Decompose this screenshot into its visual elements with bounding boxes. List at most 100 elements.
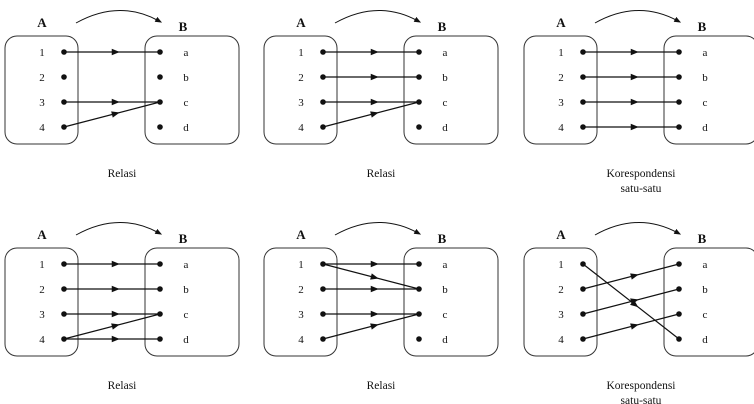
mapping-arc	[334, 10, 422, 24]
set-b-element-b: b	[702, 72, 708, 84]
set-b-element-b: b	[183, 284, 189, 296]
set-b-element-c: c	[703, 97, 708, 109]
dot-b-d	[416, 124, 422, 130]
arrowhead-3-to-c	[370, 310, 379, 318]
dot-a-4	[61, 124, 67, 130]
set-b-box	[663, 35, 754, 145]
arrowhead-2-to-b	[111, 285, 120, 293]
set-b-element-b: b	[702, 284, 708, 296]
arrowhead-4-to-c	[370, 111, 379, 118]
set-a-element-1: 1	[39, 259, 45, 271]
dot-b-d	[676, 124, 682, 130]
set-b-box	[403, 35, 499, 145]
mapping-arc	[334, 222, 422, 236]
set-b-element-d: d	[442, 122, 448, 134]
arrowhead-1-to-a	[111, 48, 120, 56]
set-b-name: B	[179, 231, 188, 246]
set-a-element-4: 4	[558, 122, 564, 134]
dot-a-1	[580, 261, 586, 267]
set-a-box	[263, 35, 338, 145]
dot-a-2	[320, 286, 326, 292]
set-a-element-2: 2	[558, 72, 564, 84]
dot-a-4	[320, 124, 326, 130]
arrowhead-4-to-d	[111, 335, 120, 343]
dot-b-c	[416, 311, 422, 317]
dot-b-c	[676, 99, 682, 105]
set-b-element-c: c	[184, 309, 189, 321]
set-b-name: B	[438, 19, 447, 34]
dot-a-3	[320, 99, 326, 105]
set-a-element-1: 1	[558, 47, 564, 59]
arrowhead-4-to-c	[370, 323, 379, 330]
dot-a-2	[320, 74, 326, 80]
set-b-element-d: d	[702, 122, 708, 134]
set-a-name: A	[37, 227, 47, 242]
dot-b-d	[676, 336, 682, 342]
set-a-element-4: 4	[298, 334, 304, 346]
set-b-name: B	[179, 19, 188, 34]
set-b-name: B	[438, 231, 447, 246]
set-b-element-a: a	[703, 47, 708, 59]
dot-a-3	[61, 311, 67, 317]
caption-line-1: Korespondensi	[607, 380, 676, 392]
arrowhead-1-to-a	[370, 48, 379, 56]
dot-a-3	[320, 311, 326, 317]
set-a-name: A	[296, 15, 306, 30]
caption-line-1: Relasi	[367, 168, 396, 180]
arrowhead-3-to-c	[630, 98, 639, 106]
set-a-element-1: 1	[558, 259, 564, 271]
dot-b-a	[676, 49, 682, 55]
arrowhead-1-to-a	[370, 260, 379, 268]
set-b-element-c: c	[443, 97, 448, 109]
set-a-element-2: 2	[298, 284, 304, 296]
dot-b-d	[157, 124, 163, 130]
set-a-box	[523, 35, 598, 145]
set-b-box	[144, 247, 240, 357]
arrowhead-2-to-b	[370, 285, 379, 293]
dot-b-c	[416, 99, 422, 105]
arrowhead-3-to-b	[630, 298, 639, 305]
set-a-element-3: 3	[298, 97, 304, 109]
dot-b-d	[157, 336, 163, 342]
dot-a-1	[580, 49, 586, 55]
dot-b-b	[157, 74, 163, 80]
set-a-name: A	[37, 15, 47, 30]
caption-line-2: satu-satu	[621, 183, 662, 195]
set-a-element-3: 3	[39, 309, 45, 321]
arrowhead-2-to-b	[630, 73, 639, 81]
set-b-element-d: d	[183, 334, 189, 346]
dot-b-a	[416, 49, 422, 55]
arrowhead-3-to-c	[370, 98, 379, 106]
set-b-name: B	[698, 19, 707, 34]
arrowhead-1-to-d	[630, 299, 639, 308]
arrowhead-3-to-c	[111, 310, 120, 318]
arrowhead-4-to-c	[111, 323, 120, 330]
set-a-element-3: 3	[558, 309, 564, 321]
dot-a-2	[580, 74, 586, 80]
dot-b-c	[157, 311, 163, 317]
set-a-element-1: 1	[298, 47, 304, 59]
dot-b-b	[416, 286, 422, 292]
set-a-element-3: 3	[39, 97, 45, 109]
set-a-name: A	[556, 15, 566, 30]
set-b-element-a: a	[703, 259, 708, 271]
dot-a-2	[61, 74, 67, 80]
arrowhead-1-to-b	[370, 273, 379, 280]
mapping-arc	[75, 10, 163, 24]
set-a-element-2: 2	[39, 284, 45, 296]
set-a-element-2: 2	[558, 284, 564, 296]
set-b-name: B	[698, 231, 707, 246]
arrowhead-3-to-c	[111, 98, 120, 106]
dot-b-b	[676, 286, 682, 292]
set-a-element-4: 4	[39, 334, 45, 346]
set-a-box	[4, 35, 79, 145]
set-a-box	[263, 247, 338, 357]
set-b-box	[403, 247, 499, 357]
set-a-element-4: 4	[558, 334, 564, 346]
set-b-element-c: c	[184, 97, 189, 109]
set-a-element-2: 2	[298, 72, 304, 84]
set-a-element-1: 1	[39, 47, 45, 59]
